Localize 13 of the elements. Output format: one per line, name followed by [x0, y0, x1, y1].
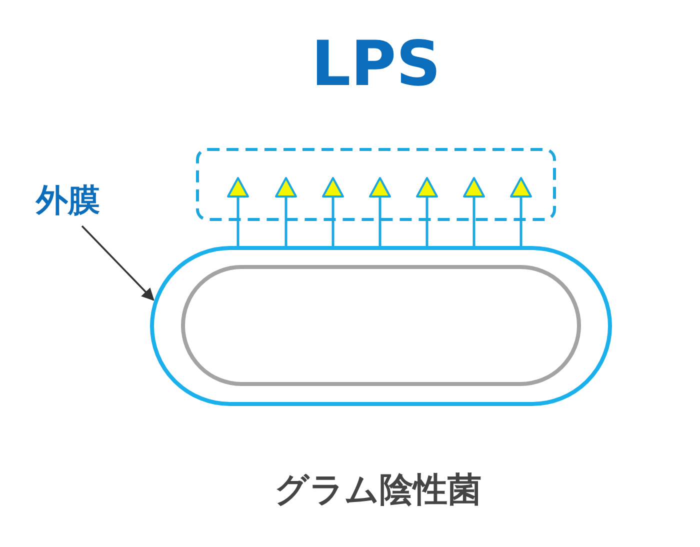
inner-membrane — [181, 265, 581, 386]
stalk-line — [332, 196, 334, 248]
leader-line — [81, 225, 154, 301]
stalk-line — [378, 196, 382, 248]
caption: グラム陰性菌 — [274, 469, 482, 512]
membrane-label: 外膜 — [34, 180, 101, 221]
heading: LPS — [311, 30, 441, 98]
outer-membrane — [150, 246, 612, 406]
stalk-line — [426, 196, 428, 248]
stalk-line — [284, 196, 288, 248]
stalk-line — [236, 196, 240, 248]
stalk-line — [472, 196, 476, 248]
stalk-line — [520, 196, 522, 248]
